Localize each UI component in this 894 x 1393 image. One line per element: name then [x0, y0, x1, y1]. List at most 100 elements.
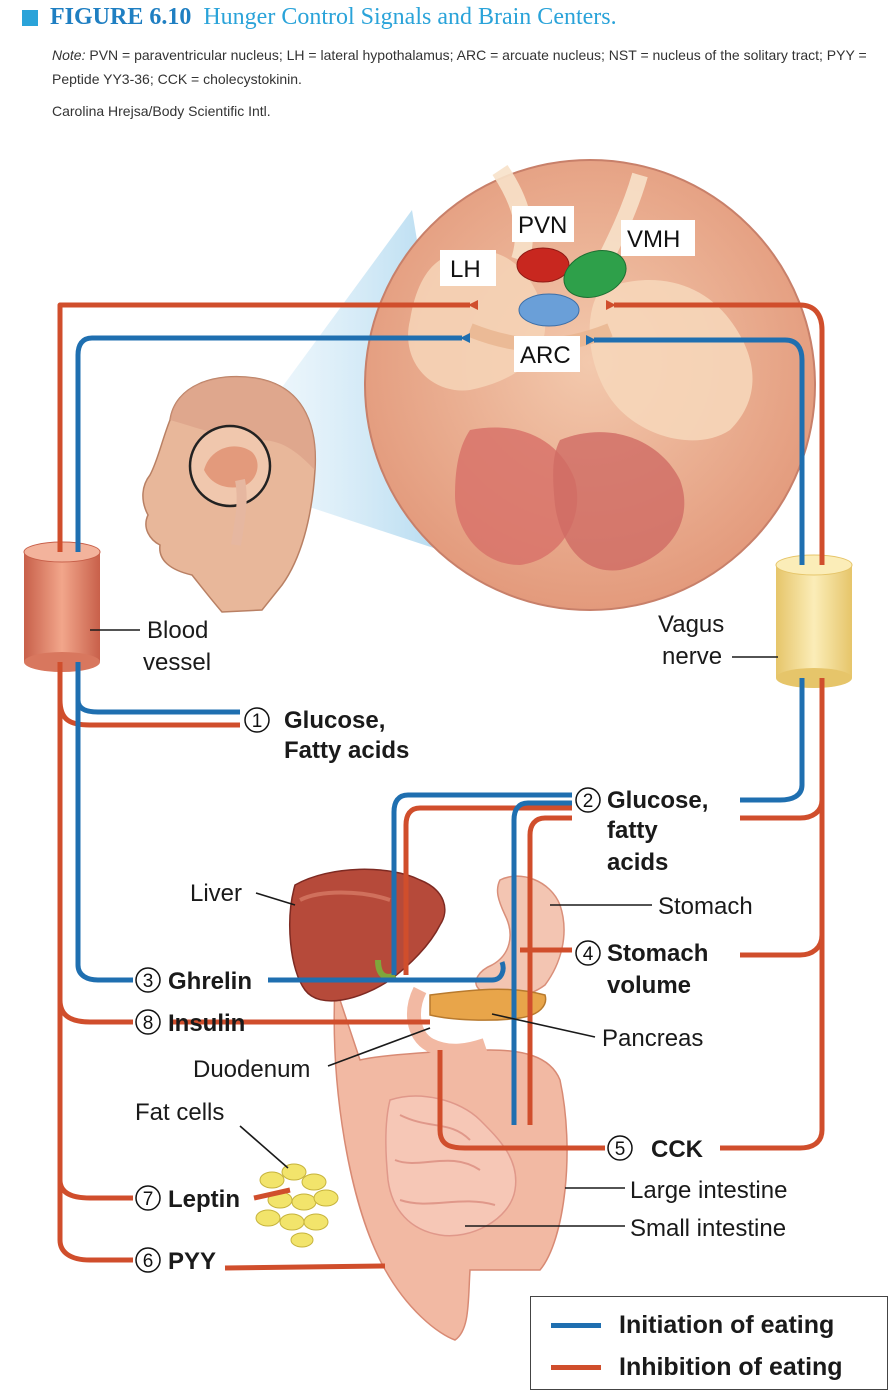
signal-2-label-line-3: acids: [607, 849, 668, 876]
blue-path-vagus-glucose: [740, 678, 805, 803]
red-path-leptin-fat: [253, 1187, 291, 1201]
legend: Initiation of eating Inhibition of eatin…: [530, 1296, 888, 1390]
large-intestine-label: Large intestine: [630, 1177, 787, 1204]
duodenum-label: Duodenum: [193, 1056, 310, 1083]
legend-item-initiation: Initiation of eating: [551, 1311, 834, 1340]
leader-lines: [90, 629, 778, 1227]
red-path-to-vmh: [606, 300, 825, 565]
arc-label-box: [514, 336, 580, 372]
blood-vessel: [23, 541, 101, 672]
signal-4-label-line-1: Stomach: [607, 940, 708, 967]
human-head: [142, 375, 317, 613]
signal-1-label-line-2: Fatty acids: [284, 737, 409, 764]
vmh-nucleus: [563, 250, 627, 298]
signal-4-label-line-2: volume: [607, 972, 691, 999]
vmh-label-box: [621, 220, 695, 256]
liver-label: Liver: [190, 880, 242, 907]
vagus-nerve-label-line-2: nerve: [662, 643, 722, 670]
marker-6-number: 6: [143, 1251, 154, 1272]
marker-2-number: 2: [583, 791, 594, 812]
figure-caption-line: FIGURE 6.10 Hunger Control Signals and B…: [22, 4, 882, 31]
figure-number: FIGURE 6.10: [50, 4, 192, 30]
lh-label: LH: [450, 256, 481, 283]
legend-inhibition-label: Inhibition of eating: [619, 1353, 843, 1381]
vagus-nerve: [775, 554, 853, 688]
red-path-pyy: [57, 1180, 133, 1263]
signal-3-label: Ghrelin: [168, 968, 252, 995]
marker-1-number: 1: [252, 711, 263, 732]
inhibition-paths: [57, 300, 825, 1271]
pvn-label-box: [512, 206, 574, 242]
legend-initiation-label: Initiation of eating: [619, 1311, 835, 1339]
marker-6: [135, 1247, 161, 1273]
signal-number-markers: 1 2 3 4 5 6 7 8: [135, 707, 633, 1273]
red-path-gut-2: [527, 815, 572, 1125]
initiation-paths: [75, 333, 805, 1125]
signal-2-label-line-2: fatty: [607, 817, 658, 844]
note-text: PVN = paraventricular nucleus; LH = late…: [52, 47, 867, 87]
red-path-cck-duodenum: [437, 1050, 605, 1151]
pancreas-label: Pancreas: [602, 1025, 703, 1052]
red-path-vagus-cck: [720, 935, 825, 1151]
marker-3: [135, 967, 161, 993]
marker-1: [244, 707, 270, 733]
arc-label: ARC: [520, 342, 571, 369]
fat-cells: [255, 1163, 339, 1248]
lh-label-box: [440, 250, 496, 286]
stomach-label: Stomach: [658, 893, 753, 920]
signal-5-label: CCK: [651, 1136, 704, 1163]
small-intestine: [385, 1095, 517, 1237]
red-path-pyy-intestine: [224, 1263, 386, 1271]
marker-3-number: 3: [143, 971, 154, 992]
marker-5-number: 5: [615, 1139, 626, 1160]
figure-credit: Carolina Hrejsa/Body Scientific Intl.: [52, 103, 271, 119]
red-path-to-lh: [57, 300, 478, 552]
caption-square-icon: [22, 9, 38, 26]
red-path-liver-2: [403, 805, 572, 975]
blue-path-liver-2: [391, 792, 572, 975]
fat-cells-label: Fat cells: [135, 1099, 224, 1126]
pancreas: [429, 988, 547, 1021]
initiation-line-swatch: [551, 1323, 601, 1328]
blue-path-gut-2: [511, 800, 572, 1125]
signal-1-label-line-1: Glucose,: [284, 707, 385, 734]
signal-6-label: PYY: [168, 1248, 216, 1275]
marker-2: [575, 787, 601, 813]
arc-nucleus: [518, 293, 580, 327]
vmh-label: VMH: [627, 226, 680, 253]
pvn-nucleus: [516, 247, 570, 283]
red-path-leptin: [57, 1000, 133, 1201]
red-path-vagus-stomach: [740, 800, 825, 958]
legend-item-inhibition: Inhibition of eating: [551, 1353, 843, 1382]
blue-path-to-arc-right: [586, 335, 805, 565]
red-path-vagus-glucose: [740, 678, 825, 821]
signal-7-label: Leptin: [168, 1186, 240, 1213]
inhibition-line-swatch: [551, 1365, 601, 1370]
marker-8: [135, 1009, 161, 1035]
marker-8-number: 8: [143, 1013, 154, 1034]
note-label: Note:: [52, 47, 86, 63]
duodenum: [407, 986, 488, 1058]
figure-note: Note: PVN = paraventricular nucleus; LH …: [52, 43, 882, 91]
marker-7: [135, 1185, 161, 1211]
figure-title: Hunger Control Signals and Brain Centers…: [203, 4, 617, 30]
hypothalamus-closeup: [364, 159, 816, 611]
blood-vessel-label-line-2: vessel: [143, 649, 211, 676]
signal-2-label-line-1: Glucose,: [607, 787, 708, 814]
marker-5: [607, 1135, 633, 1161]
red-path-insulin: [57, 700, 133, 1025]
signal-8-label: Insulin: [168, 1010, 245, 1037]
marker-7-number: 7: [143, 1189, 154, 1210]
blue-path-ghrelin: [75, 700, 133, 983]
marker-4: [575, 940, 601, 966]
digestive-organs: [289, 868, 568, 1341]
blood-vessel-label-line-1: Blood: [147, 617, 208, 644]
blue-path-ghrelin-stomach: [268, 961, 506, 983]
marker-4-number: 4: [583, 944, 594, 965]
pvn-label: PVN: [518, 212, 567, 239]
gallbladder: [375, 959, 397, 980]
figure-header: FIGURE 6.10 Hunger Control Signals and B…: [22, 4, 882, 119]
blue-path-to-arc-left: [75, 333, 470, 552]
vagus-nerve-label-line-1: Vagus: [658, 611, 724, 638]
